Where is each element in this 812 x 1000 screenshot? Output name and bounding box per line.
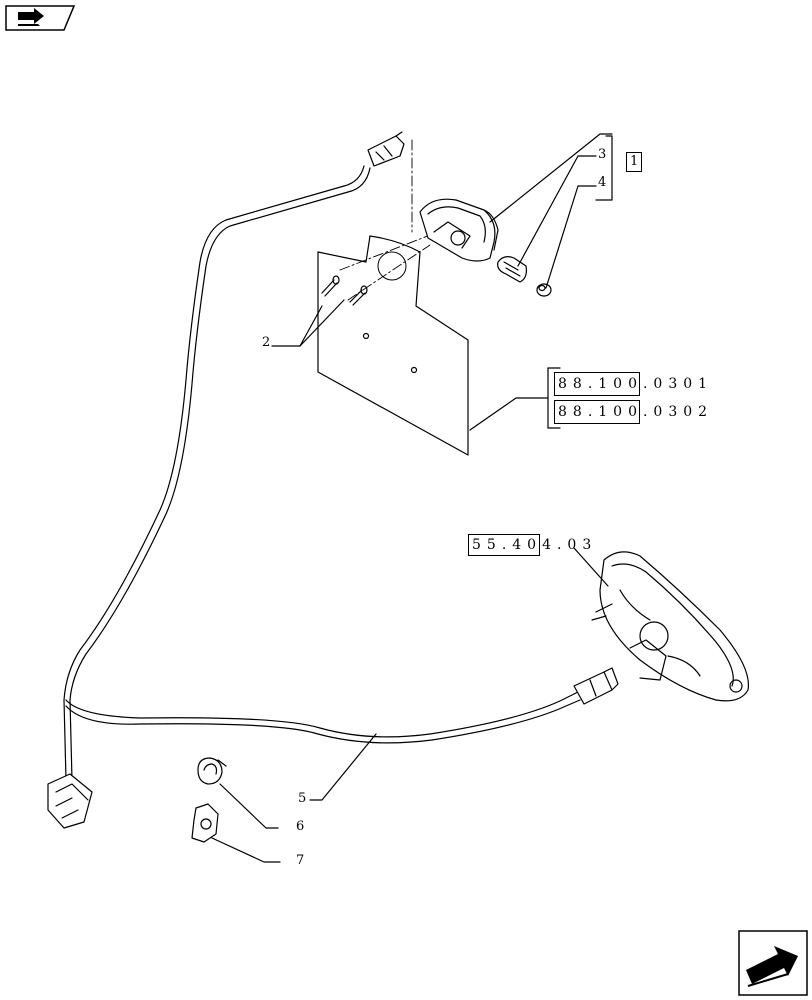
screws-part-2 [321, 275, 368, 306]
bulb-part-3 [497, 256, 527, 283]
top-connector [367, 131, 405, 167]
clip-part-6 [197, 757, 227, 785]
lamp-housing [419, 198, 499, 262]
light-unit [591, 551, 750, 702]
wiring-harness-part-5 [63, 165, 581, 781]
callout-5: 5 [298, 791, 307, 806]
callout-1: 1 [630, 154, 639, 169]
right-connector [573, 667, 619, 705]
callout-3: 3 [598, 147, 607, 162]
clamp-part-7 [191, 803, 219, 843]
lower-connector [47, 773, 93, 829]
ref-55-404-03[interactable]: 55.404.03 [472, 537, 598, 553]
callout-6: 6 [296, 819, 305, 834]
book-arrow-icon[interactable] [4, 4, 76, 32]
ref-box-55-404-03 [468, 534, 540, 556]
ref-88-100-0302[interactable]: 88.100.0302 [558, 404, 714, 420]
ref-box-88-100-0302 [554, 400, 640, 424]
callout-2: 2 [262, 335, 271, 350]
callout-4: 4 [598, 175, 607, 190]
next-page-arrow-icon[interactable] [738, 930, 808, 996]
mounting-bracket [317, 235, 469, 456]
cap-part-4 [536, 283, 552, 297]
ref-88-100-0301[interactable]: 88.100.0301 [558, 376, 714, 392]
ref-box-88-100-0301 [554, 372, 640, 396]
callout-7: 7 [296, 853, 305, 868]
callout-1-box [626, 152, 642, 172]
